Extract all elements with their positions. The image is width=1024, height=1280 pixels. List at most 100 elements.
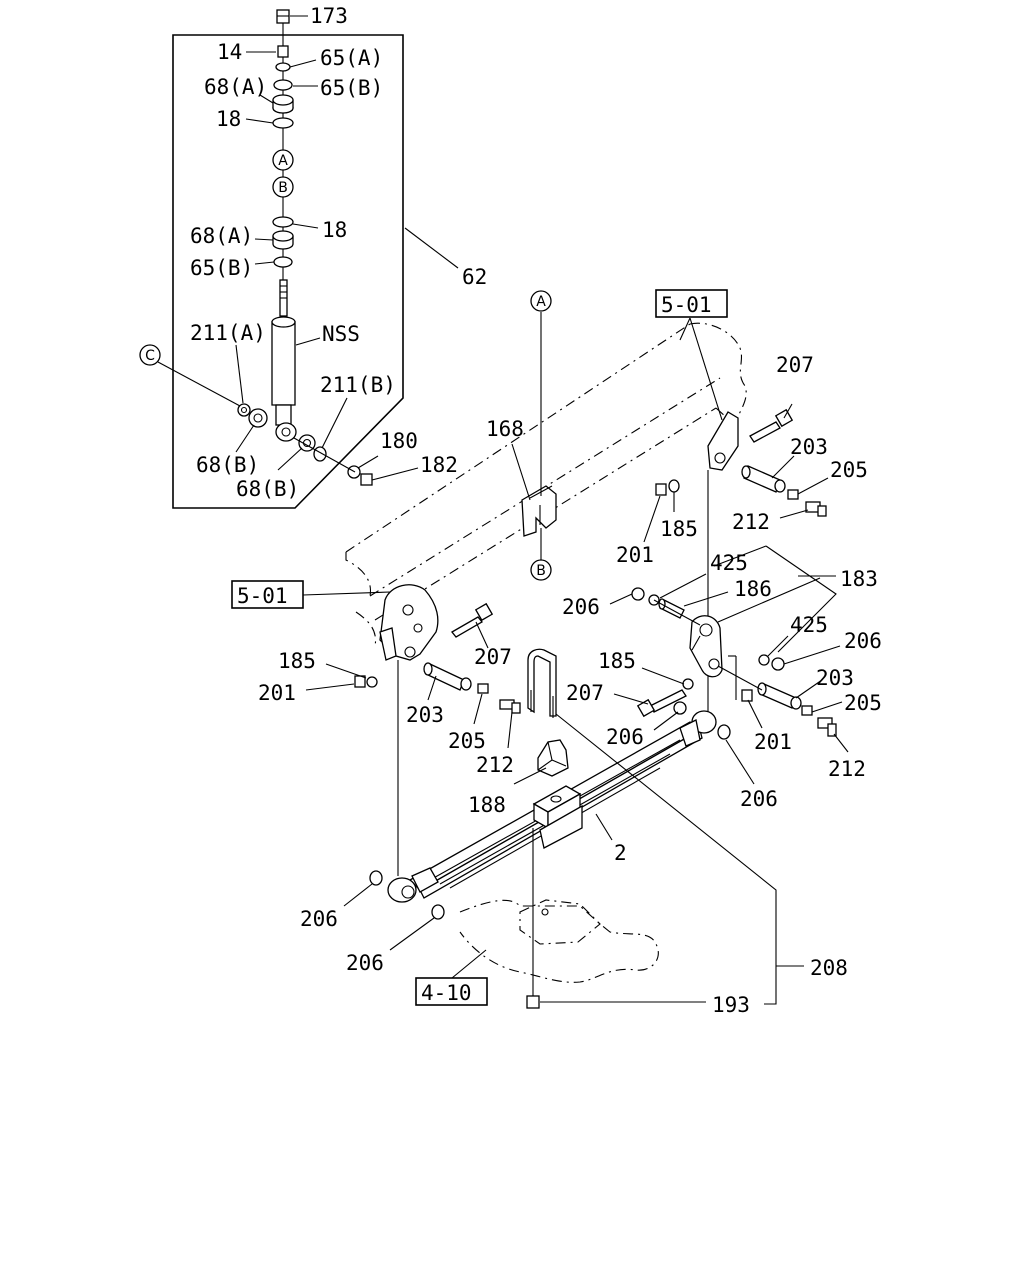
leader-68a-top: [259, 94, 274, 104]
washer-65b-part: [273, 79, 293, 91]
leader-183-c: [717, 577, 821, 623]
leader-211a: [235, 344, 244, 404]
ref-top-leader-2: [689, 317, 723, 421]
leaf-spring-assembly: [387, 710, 717, 903]
washer-206-c-part: [673, 701, 687, 715]
ref-bottom-text: 4-10: [421, 981, 472, 1005]
leader-18-bot: [292, 223, 319, 229]
washer-18-top-part: [272, 117, 294, 129]
leader-65b-bot: [254, 261, 275, 265]
label-68b-left: 68(B): [196, 453, 259, 477]
marker-c: C: [145, 348, 155, 364]
label-186: 186: [734, 577, 772, 601]
ref-top-text: 5-01: [661, 293, 712, 317]
marker-b2-circle: [530, 559, 552, 581]
bracket-168-part: [521, 485, 557, 537]
bushing-68a-top-part: [272, 94, 294, 114]
leader-207-left: [475, 621, 489, 649]
leader-425-top: [659, 573, 707, 599]
label-203-right: 203: [816, 666, 854, 690]
label-188: 188: [468, 793, 506, 817]
label-205-left: 205: [448, 729, 486, 753]
marker-a: A: [278, 153, 288, 169]
leader-203-right: [795, 679, 823, 699]
leader-nss: [295, 337, 321, 346]
leader-65a: [289, 59, 317, 68]
label-205-right: 205: [844, 691, 882, 715]
leader-62: [404, 227, 459, 269]
leader-425-mid: [767, 635, 789, 657]
ref-left-text: 5-01: [237, 584, 288, 608]
marker-c-circle: [139, 344, 161, 366]
leader-205-left: [473, 693, 483, 725]
label-185-top: 185: [660, 517, 698, 541]
shock-absorber-frame: [172, 34, 404, 509]
fitting-212-top-part: [805, 501, 827, 517]
pin-203-top-part: [741, 465, 786, 493]
label-206-f: 206: [346, 951, 384, 975]
leader-183-b: [713, 545, 767, 567]
label-65b-top: 65(B): [320, 76, 383, 100]
leader-205-right: [811, 701, 843, 713]
leader-201-right: [747, 699, 763, 729]
leader-185-left: [325, 663, 367, 679]
nut-193-part: [526, 995, 540, 1009]
label-206-b: 206: [844, 629, 882, 653]
fitting-212-right-part: [817, 717, 837, 737]
label-68a-top: 68(A): [204, 75, 267, 99]
leader-2: [595, 813, 613, 841]
marker-a-circle: [272, 149, 294, 171]
marker-a2: A: [536, 294, 546, 310]
fitting-212-left-part: [499, 699, 521, 714]
grease-205-left-part: [477, 683, 489, 694]
label-201-right: 201: [754, 730, 792, 754]
label-425-mid: 425: [790, 613, 828, 637]
leader-168: [511, 443, 531, 501]
washer-211b-part: [313, 446, 327, 462]
ref-box-bottom: [415, 977, 488, 1006]
label-182: 182: [420, 453, 458, 477]
label-211a: 211(A): [190, 321, 266, 345]
label-173: 173: [310, 4, 348, 28]
label-425-top: 425: [710, 551, 748, 575]
label-205-top: 205: [830, 458, 868, 482]
leader-68a-bot: [254, 238, 274, 241]
leader-211b: [321, 397, 348, 449]
leader-68b-right: [277, 447, 303, 471]
ref-box-top: [655, 289, 728, 318]
label-212-left: 212: [476, 753, 514, 777]
washer-18-bottom-part: [272, 216, 294, 228]
leader-188: [513, 767, 547, 785]
rear-hanger-bracket: [707, 411, 739, 471]
label-203-top: 203: [790, 435, 828, 459]
washer-206-a-part: [631, 587, 645, 601]
nut-201-right-part: [741, 689, 753, 702]
leader-183: [765, 545, 837, 653]
leader-212-left: [507, 711, 513, 749]
front-hanger-bracket: [379, 584, 439, 661]
washer-206-b-part: [771, 657, 785, 671]
marker-c-leader: [157, 361, 241, 407]
label-180: 180: [380, 429, 418, 453]
leader-206-b: [783, 645, 841, 665]
label-212-right: 212: [828, 757, 866, 781]
label-212-top: 212: [732, 510, 770, 534]
label-14: 14: [217, 40, 242, 64]
label-201-left: 201: [258, 681, 296, 705]
marker-a2-circle: [530, 290, 552, 312]
leader-208: [555, 713, 777, 1005]
label-193: 193: [712, 993, 750, 1017]
label-185-left: 185: [278, 649, 316, 673]
leader-205-top: [797, 477, 829, 495]
ref-left-leader: [302, 591, 391, 596]
leader-180: [357, 455, 379, 469]
bushing-68b-left-part: [248, 408, 268, 428]
shackle-183-part: [689, 615, 723, 678]
pin-axis-right: [717, 665, 763, 691]
nut-14-part: [277, 45, 289, 58]
label-211b: 211(B): [320, 373, 396, 397]
axle-4-10-part: [459, 899, 659, 983]
leader-206-c: [653, 711, 679, 731]
label-206-a: 206: [562, 595, 600, 619]
bushing-68a-bottom-part: [272, 230, 294, 250]
